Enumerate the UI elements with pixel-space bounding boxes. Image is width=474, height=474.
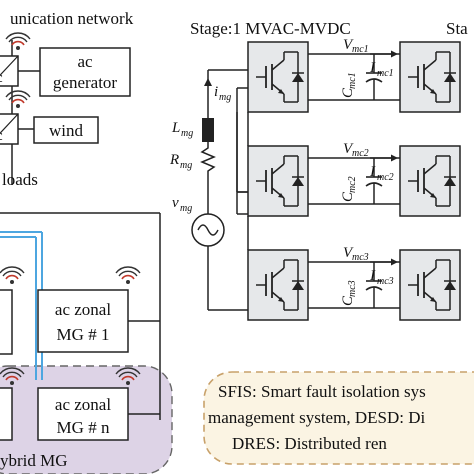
zonal-mg-1-label: ac zonal: [55, 300, 111, 319]
igbt-module-1: [247, 41, 309, 113]
legend-line-3: DRES: Distributed ren: [232, 434, 387, 453]
imc-label: I: [369, 268, 376, 284]
vmc-label: V: [343, 141, 354, 157]
imc-label: I: [369, 164, 376, 180]
legend-line-2: management system, DESD: Di: [208, 408, 425, 427]
igbt-module-b-3: [399, 249, 461, 321]
wind-box: [33, 116, 99, 144]
imc-sub: mc2: [377, 172, 394, 183]
antenna-icon: [0, 266, 25, 285]
ac-generator-label: ac: [77, 52, 93, 71]
imc-sub: mc1: [377, 68, 394, 79]
vmg-sub: mg: [180, 203, 192, 214]
hybrid-mg-label: ybrid MG: [0, 451, 68, 470]
stage2-title: Sta: [446, 19, 468, 38]
current-arrow-icon: [391, 50, 398, 58]
stage1-title: Stage:1 MVAC-MVDC: [190, 19, 351, 38]
wind-label: wind: [49, 121, 84, 140]
antenna-icon: [115, 266, 141, 285]
svg-text:c: c: [0, 70, 3, 86]
loads-label: loads: [2, 170, 38, 189]
ac-generator-label: generator: [53, 73, 118, 92]
igbt-module-3: [247, 249, 309, 321]
cmc-sub: mc1: [347, 72, 358, 89]
Rmg-label: R: [169, 152, 179, 168]
current-arrow-icon: [391, 258, 398, 266]
zonal-mg-1-label: MG # 1: [57, 325, 110, 344]
igbt-module-2: [247, 145, 309, 217]
network-title: unication network: [10, 9, 134, 28]
zonal-mg-n-box: [37, 387, 129, 441]
current-arrow-icon: [391, 154, 398, 162]
vmc-label: V: [343, 37, 354, 53]
ac-generator-box: [39, 47, 131, 97]
antenna-icon: [5, 32, 31, 51]
cmc-label: C: [340, 295, 356, 306]
converter-box-1: [0, 55, 19, 87]
vmc-sub: mc2: [352, 148, 369, 159]
imc-sub: mc3: [377, 276, 394, 287]
partial-box-1: [0, 289, 13, 355]
converter-box-2: [0, 113, 19, 145]
igbt-module-b-2: [399, 145, 461, 217]
legend-line-1: SFIS: Smart fault isolation sys: [218, 382, 426, 401]
cmc-sub: mc2: [347, 176, 358, 193]
zonal-mg-n-label: ac zonal: [55, 395, 111, 414]
igbt-module-b-1: [399, 41, 461, 113]
cmc-label: C: [340, 191, 356, 202]
img-label: i: [214, 84, 218, 100]
Lmg-sub: mg: [181, 128, 193, 139]
cmc-label: C: [340, 87, 356, 98]
vmc-sub: mc1: [352, 44, 369, 55]
svg-text:c: c: [0, 128, 3, 144]
vmc-sub: mc3: [352, 252, 369, 263]
source-branch: [191, 69, 248, 311]
antenna-icon: [5, 90, 31, 109]
legend-box: [203, 371, 474, 465]
partial-box-2: [0, 387, 13, 441]
imc-label: I: [369, 60, 376, 76]
Lmg-label: L: [171, 120, 180, 136]
vmc-label: V: [343, 245, 354, 261]
img-sub: mg: [219, 92, 231, 103]
cmc-sub: mc3: [347, 280, 358, 297]
zonal-mg-n-label: MG # n: [57, 418, 110, 437]
vmg-label: v: [172, 195, 179, 211]
Rmg-sub: mg: [180, 160, 192, 171]
